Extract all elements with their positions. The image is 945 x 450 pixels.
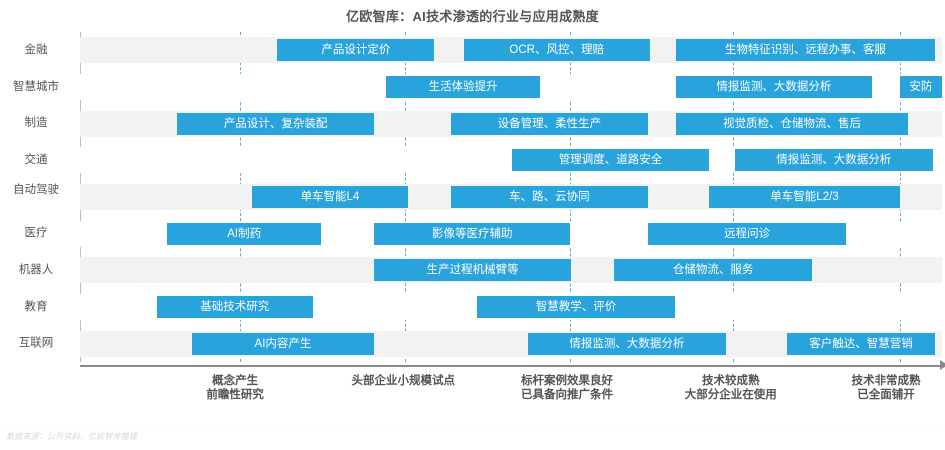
chart-bar[interactable]: 产品设计、复杂装配 bbox=[177, 112, 374, 135]
x-axis-line bbox=[80, 365, 942, 367]
chart-bar[interactable]: 车、路、云协同 bbox=[450, 186, 649, 208]
chart-bar[interactable]: 客户触达、智慧营销 bbox=[786, 332, 936, 355]
category-label-互联网: 互联网 bbox=[18, 337, 54, 350]
category-label-自动驾驶: 自动驾驶 bbox=[13, 184, 59, 196]
chart-bar[interactable]: AI制药 bbox=[167, 222, 322, 245]
stage-label-1: 概念产生前瞻性研究 bbox=[206, 375, 264, 401]
chart-bar[interactable]: 管理调度、道路安全 bbox=[511, 149, 710, 172]
category-axis-labels: 金融智慧城市制造交通自动驾驶医疗机器人教育互联网 bbox=[0, 32, 76, 362]
stage-label-2: 头部企业小规模试点 bbox=[351, 375, 456, 387]
chart-bar[interactable]: 安防 bbox=[899, 76, 942, 98]
chart-bar[interactable]: 基础技术研究 bbox=[156, 296, 313, 318]
category-label-教育: 教育 bbox=[24, 300, 48, 313]
chart-bar[interactable]: AI内容产生 bbox=[192, 332, 374, 355]
chart-bar[interactable]: 仓储物流、服务 bbox=[614, 259, 812, 282]
chart-bar[interactable]: 生产过程机械臂等 bbox=[373, 259, 572, 282]
category-label-交通: 交通 bbox=[24, 153, 48, 166]
stage-label-4: 技术较成熟大部分企业在使用 bbox=[684, 375, 777, 401]
chart-bar[interactable]: 远程问诊 bbox=[648, 222, 847, 245]
chart-bar[interactable]: 设备管理、柔性生产 bbox=[450, 112, 649, 135]
page-title: 亿欧智库：AI技术渗透的行业与应用成熟度 bbox=[345, 9, 599, 24]
chart-bar[interactable]: 影像等医疗辅助 bbox=[373, 222, 571, 245]
category-label-医疗: 医疗 bbox=[24, 227, 48, 240]
chart-bar[interactable]: 情报监测、大数据分析 bbox=[528, 332, 726, 355]
chart-bar[interactable]: 视觉质检、仓储物流、售后 bbox=[675, 112, 909, 135]
category-label-金融: 金融 bbox=[24, 43, 48, 56]
chart-bar[interactable]: 生物特征识别、远程办事、客服 bbox=[675, 39, 936, 62]
chart-bar[interactable]: 情报监测、大数据分析 bbox=[675, 76, 873, 98]
chart-bar[interactable]: 产品设计定价 bbox=[277, 39, 435, 62]
chart-bar[interactable]: 情报监测、大数据分析 bbox=[735, 149, 933, 172]
stage-label-5: 技术非常成熟已全面铺开 bbox=[851, 375, 921, 401]
chart-bar[interactable]: 单车智能L2/3 bbox=[709, 186, 900, 208]
category-label-智慧城市: 智慧城市 bbox=[13, 80, 59, 93]
source-note: 数据来源：公开资料、亿欧智库整理 bbox=[6, 432, 138, 441]
x-axis-arrow-icon bbox=[940, 360, 945, 370]
category-label-机器人: 机器人 bbox=[18, 263, 54, 276]
stage-label-3: 标杆案例效果良好已具备向推广条件 bbox=[521, 375, 614, 401]
footer-divider bbox=[0, 425, 945, 426]
chart-bar[interactable]: 单车智能L4 bbox=[252, 186, 408, 208]
chart-bar[interactable]: 智慧教学、评价 bbox=[477, 296, 675, 318]
chart-bar[interactable]: OCR、风控、理赔 bbox=[463, 39, 650, 62]
chart-bar[interactable]: 生活体验提升 bbox=[386, 76, 541, 98]
category-label-制造: 制造 bbox=[24, 117, 48, 130]
